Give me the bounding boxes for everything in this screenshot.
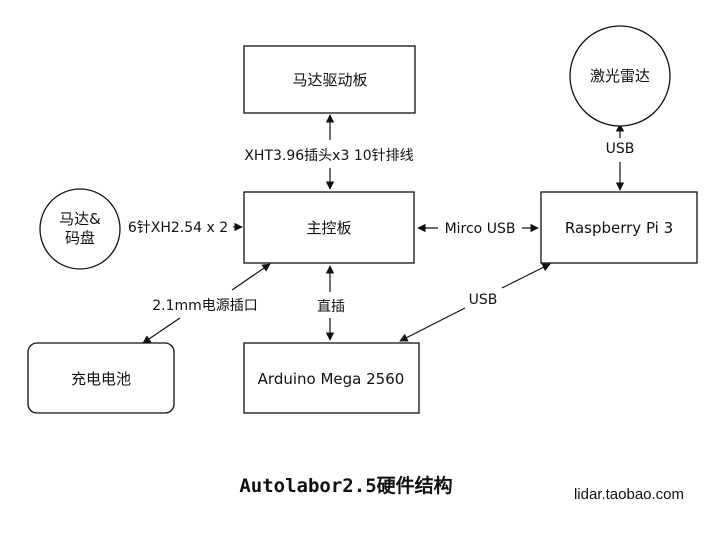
lidar-label: 激光雷达 (590, 67, 650, 85)
edge-label-lidar-pi: USB (606, 141, 635, 157)
edge-main-battery-upper (231, 263, 271, 291)
diagram-title: Autolabor2.5硬件结构 (239, 474, 452, 497)
motor-driver-label: 马达驱动板 (292, 71, 367, 89)
raspberry-pi-label: Raspberry Pi 3 (565, 219, 673, 237)
arduino-box (243, 342, 420, 414)
lidar-circle (569, 25, 671, 127)
battery-box (27, 342, 175, 414)
footer-url: lidar.taobao.com (574, 486, 684, 503)
edge-main-battery-lower (142, 317, 181, 344)
motor-encoder-circle (39, 188, 121, 270)
raspberry-pi-box (540, 191, 698, 264)
edge-label-encoder-main: 6针XH2.54 x 2 (128, 220, 228, 236)
edge-pi-arduino-lower (399, 307, 466, 342)
edge-label-driver-main: XHT3.96插头x3 10针排线 (244, 148, 413, 164)
edge-label-pi-arduino: USB (469, 292, 498, 308)
battery-label: 充电电池 (71, 370, 131, 388)
arduino-label: Arduino Mega 2560 (258, 370, 405, 388)
motor-encoder-label-line2: 码盘 (65, 229, 95, 247)
main-board-label: 主控板 (306, 219, 351, 237)
motor-encoder-label-line1: 马达& (59, 210, 101, 228)
edge-label-main-arduino: 直插 (317, 298, 345, 315)
motor-driver-box (243, 45, 416, 114)
edge-label-main-pi: Mirco USB (445, 221, 516, 237)
edge-pi-arduino-upper (501, 263, 551, 289)
edge-label-main-battery: 2.1mm电源插口 (152, 298, 258, 314)
main-board-box (243, 191, 415, 264)
